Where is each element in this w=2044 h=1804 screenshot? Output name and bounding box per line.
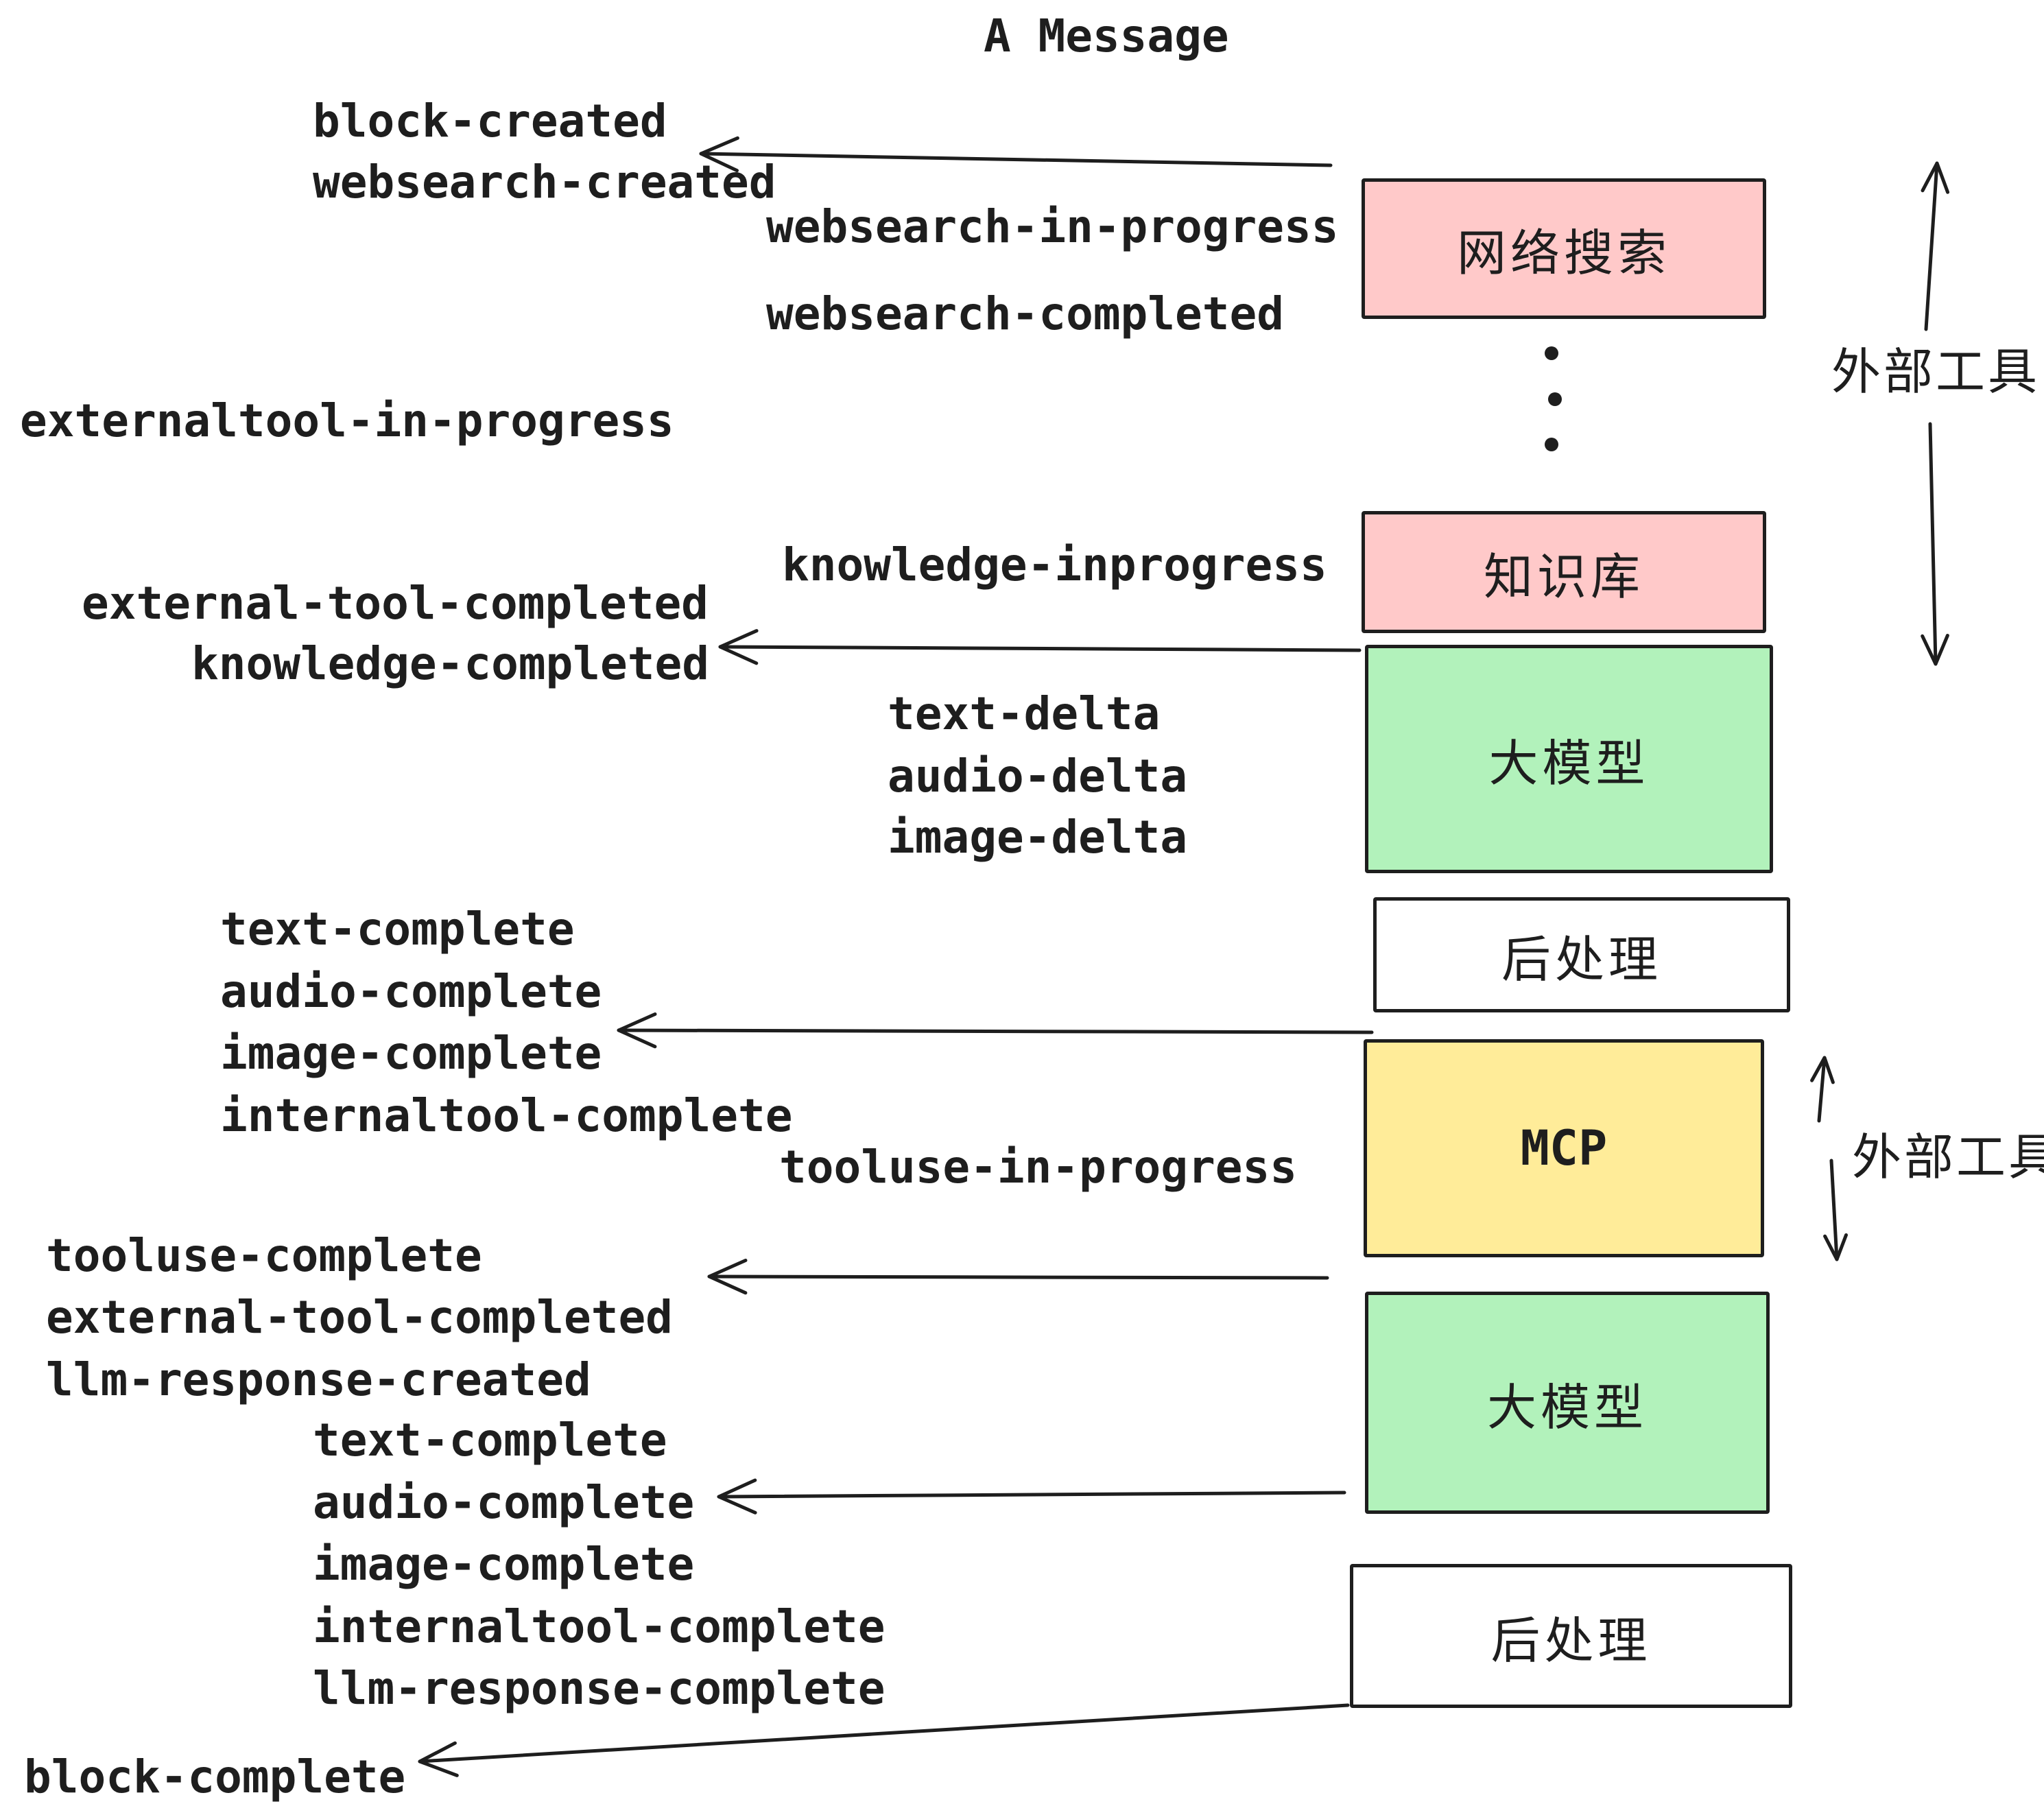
external-tools-annotation-1-down-arrow bbox=[1928, 422, 1938, 666]
postprocess-box-2: 后处理 bbox=[1350, 1564, 1792, 1708]
ellipsis-dot bbox=[1545, 346, 1558, 360]
postprocess-box-1: 后处理 bbox=[1373, 897, 1790, 1012]
arrow-mcp-to-external-tool-completed-head bbox=[707, 1259, 748, 1295]
label-websearch-in-progress: websearch-in-progress bbox=[766, 200, 1339, 253]
label-block-created: block-created bbox=[313, 95, 667, 147]
postprocess-box-2-label: 后处理 bbox=[1490, 1611, 1652, 1670]
label-text-delta-1: text-delta bbox=[888, 687, 1161, 740]
arrow-llm2-to-audio-complete bbox=[717, 1491, 1346, 1499]
arrow-websearch-to-websearch-created bbox=[699, 152, 1333, 167]
arrow-post1-to-image-complete-head bbox=[617, 1012, 657, 1049]
external-tools-annotation-1-up-arrow-head bbox=[1921, 161, 1950, 194]
knowledge-box: 知识库 bbox=[1362, 511, 1766, 633]
label-image-delta-1: image-delta bbox=[888, 811, 1188, 864]
label-tooluse-in-progress: tooluse-in-progress bbox=[779, 1141, 1297, 1194]
llm-box-2: 大模型 bbox=[1365, 1292, 1770, 1514]
ellipsis-dot bbox=[1548, 392, 1562, 406]
external-tools-annotation-1-up-arrow bbox=[1924, 161, 1939, 331]
websearch-box: 网络搜索 bbox=[1362, 178, 1766, 319]
llm-box-2-label: 大模型 bbox=[1486, 1378, 1648, 1436]
label-audio-delta-1: audio-delta bbox=[888, 750, 1188, 803]
page-title: A Message bbox=[984, 10, 1229, 62]
label-external-tool-completed-1: external-tool-completed bbox=[82, 577, 709, 630]
external-tools-annotation-1: 外部工具 bbox=[1831, 343, 2041, 401]
label-knowledge-inprogress: knowledge-inprogress bbox=[782, 538, 1327, 591]
label-text-complete-2: text-complete bbox=[313, 1414, 667, 1467]
label-internaltool-complete-1: internaltool-complete bbox=[220, 1089, 793, 1142]
label-image-complete-2: image-complete bbox=[313, 1538, 695, 1591]
postprocess-box-1-label: 后处理 bbox=[1501, 930, 1662, 988]
llm-box-1: 大模型 bbox=[1365, 645, 1773, 873]
label-external-tool-completed-2: external-tool-completed bbox=[46, 1291, 673, 1344]
arrow-llm1-to-knowledge-completed bbox=[718, 645, 1362, 652]
label-websearch-completed: websearch-completed bbox=[766, 287, 1284, 340]
label-tooluse-complete: tooluse-complete bbox=[46, 1229, 482, 1282]
label-externaltool-in-progress: externaltool-in-progress bbox=[20, 394, 674, 447]
external-tools-annotation-2: 外部工具 bbox=[1852, 1128, 2044, 1186]
label-text-complete-1: text-complete bbox=[220, 903, 575, 956]
label-knowledge-completed: knowledge-completed bbox=[191, 637, 709, 690]
label-internaltool-complete-2: internaltool-complete bbox=[313, 1600, 886, 1653]
label-block-complete: block-complete bbox=[24, 1750, 406, 1803]
label-llm-response-complete: llm-response-complete bbox=[313, 1662, 886, 1715]
label-audio-complete-1: audio-complete bbox=[220, 965, 602, 1018]
label-websearch-created: websearch-created bbox=[313, 156, 776, 209]
knowledge-box-label: 知识库 bbox=[1483, 547, 1644, 606]
arrow-llm2-to-audio-complete-head bbox=[717, 1478, 757, 1515]
external-tools-annotation-1-down-arrow-head bbox=[1921, 634, 1949, 666]
arrow-post1-to-image-complete bbox=[617, 1028, 1374, 1034]
websearch-box-label: 网络搜索 bbox=[1456, 224, 1671, 282]
ellipsis-dot bbox=[1545, 438, 1558, 451]
mcp-box: MCP bbox=[1364, 1039, 1764, 1257]
arrow-post2-to-block-complete-head bbox=[418, 1741, 459, 1777]
external-tools-annotation-2-down-arrow-head bbox=[1823, 1233, 1848, 1261]
mcp-box-label: MCP bbox=[1520, 1120, 1608, 1176]
llm-box-1-label: 大模型 bbox=[1488, 735, 1650, 792]
external-tools-annotation-2-up-arrow bbox=[1817, 1056, 1827, 1123]
external-tools-annotation-2-down-arrow bbox=[1829, 1159, 1839, 1261]
label-audio-complete-2: audio-complete bbox=[313, 1476, 695, 1529]
label-image-complete-1: image-complete bbox=[220, 1027, 602, 1080]
arrow-llm1-to-knowledge-completed-head bbox=[718, 629, 759, 665]
external-tools-annotation-2-up-arrow-head bbox=[1810, 1056, 1835, 1084]
arrow-mcp-to-external-tool-completed bbox=[707, 1274, 1329, 1280]
label-llm-response-created: llm-response-created bbox=[46, 1353, 591, 1406]
